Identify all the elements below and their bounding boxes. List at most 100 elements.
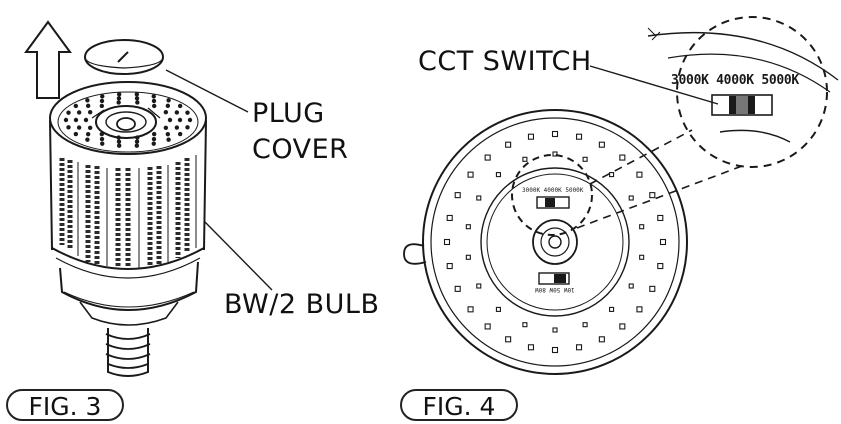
fig4-caption: FIG. 4 bbox=[400, 389, 518, 421]
led-dot bbox=[598, 336, 605, 343]
led-dot bbox=[598, 141, 605, 148]
led-dot bbox=[636, 306, 643, 313]
led-dot bbox=[446, 214, 453, 222]
led-dot bbox=[527, 344, 535, 351]
zoom-connector-upper bbox=[589, 129, 693, 185]
led-dot bbox=[165, 131, 171, 137]
led-dot bbox=[116, 96, 122, 101]
led-dot bbox=[76, 110, 82, 115]
led-dot bbox=[551, 130, 559, 138]
led-dot bbox=[446, 262, 453, 270]
led-dot bbox=[66, 110, 71, 115]
led-dot bbox=[628, 195, 634, 201]
led-dot bbox=[505, 141, 512, 148]
led-dot bbox=[99, 103, 105, 109]
led-dot bbox=[87, 109, 93, 115]
led-dot bbox=[174, 110, 180, 115]
led-dot bbox=[135, 135, 140, 140]
led-dot bbox=[73, 117, 79, 123]
led-dot bbox=[582, 156, 588, 162]
led-dot bbox=[657, 262, 664, 270]
plug-cover-leader bbox=[165, 69, 249, 113]
led-dot bbox=[135, 100, 140, 105]
small-cct-label: 3000K 4000K 5000K bbox=[522, 187, 584, 194]
zoom-callout-circle bbox=[676, 16, 828, 168]
fig3-caption: FIG. 3 bbox=[6, 389, 124, 421]
bulb-body bbox=[49, 81, 207, 377]
led-dot bbox=[177, 131, 183, 137]
zoom-connector-lower bbox=[576, 165, 743, 229]
led-dot bbox=[100, 94, 105, 99]
led-dot bbox=[552, 151, 558, 157]
led-dot bbox=[76, 125, 82, 130]
bulb-leader bbox=[204, 221, 273, 291]
led-dot bbox=[465, 254, 471, 260]
led-dot bbox=[73, 131, 79, 137]
led-dot bbox=[443, 238, 451, 246]
led-dot bbox=[85, 98, 90, 103]
magnified-fixture-edge bbox=[647, 27, 839, 143]
bulb-label: BW/2 BULB bbox=[224, 289, 380, 320]
led-dot bbox=[551, 346, 559, 354]
led-dot bbox=[66, 125, 71, 130]
led-dot bbox=[163, 125, 169, 131]
led-dot bbox=[151, 103, 157, 109]
led-dot bbox=[134, 143, 140, 148]
cct-options-label: 3000K 4000K 5000K bbox=[671, 73, 799, 88]
led-dot bbox=[85, 103, 91, 109]
led-dot bbox=[619, 323, 626, 330]
led-dot bbox=[495, 172, 501, 178]
led-dot bbox=[619, 154, 626, 161]
led-dot bbox=[87, 125, 93, 131]
led-dot bbox=[657, 214, 664, 222]
led-dot bbox=[454, 285, 461, 292]
led-dot bbox=[177, 117, 183, 123]
led-dot bbox=[63, 117, 69, 123]
led-dot bbox=[467, 171, 474, 178]
led-dot bbox=[575, 344, 583, 351]
led-dot bbox=[85, 131, 91, 137]
led-dot bbox=[177, 103, 183, 109]
cct-switch-leader bbox=[589, 65, 719, 105]
led-dot bbox=[636, 171, 643, 178]
led-dot bbox=[165, 103, 171, 109]
led-dot bbox=[99, 131, 105, 137]
led-dot bbox=[575, 133, 583, 140]
led-dot bbox=[151, 131, 157, 137]
led-dot bbox=[134, 139, 140, 144]
up-arrow-icon bbox=[24, 20, 72, 99]
led-dot bbox=[454, 192, 461, 199]
led-dot bbox=[476, 195, 482, 201]
led-dot bbox=[134, 92, 140, 97]
led-dot bbox=[166, 137, 171, 142]
led-dot bbox=[467, 306, 474, 313]
led-dots bbox=[63, 92, 667, 354]
led-dot bbox=[484, 154, 491, 161]
small-wattage-label: 10W 50W 80W bbox=[535, 286, 575, 293]
led-dot bbox=[116, 135, 121, 140]
led-dot bbox=[185, 125, 190, 130]
led-dot bbox=[527, 133, 535, 140]
led-dot bbox=[116, 92, 122, 97]
led-dot bbox=[609, 172, 615, 178]
led-dot bbox=[151, 98, 157, 104]
led-dot bbox=[163, 109, 169, 115]
led-dot bbox=[174, 125, 180, 130]
led-dot bbox=[134, 96, 140, 101]
led-dot bbox=[73, 103, 79, 109]
led-dot bbox=[151, 136, 157, 142]
led-dot bbox=[649, 285, 656, 292]
zoom-source-circle bbox=[511, 154, 593, 236]
led-dot bbox=[187, 117, 193, 123]
plug-cover bbox=[84, 39, 164, 75]
led-dot bbox=[116, 100, 121, 105]
plug-cover-label: PLUG COVER bbox=[252, 98, 349, 165]
led-dot bbox=[100, 141, 105, 146]
led-dot bbox=[166, 98, 171, 103]
led-dot bbox=[639, 224, 645, 230]
led-dot bbox=[659, 238, 667, 246]
led-dot bbox=[522, 322, 528, 328]
led-dot bbox=[484, 323, 491, 330]
